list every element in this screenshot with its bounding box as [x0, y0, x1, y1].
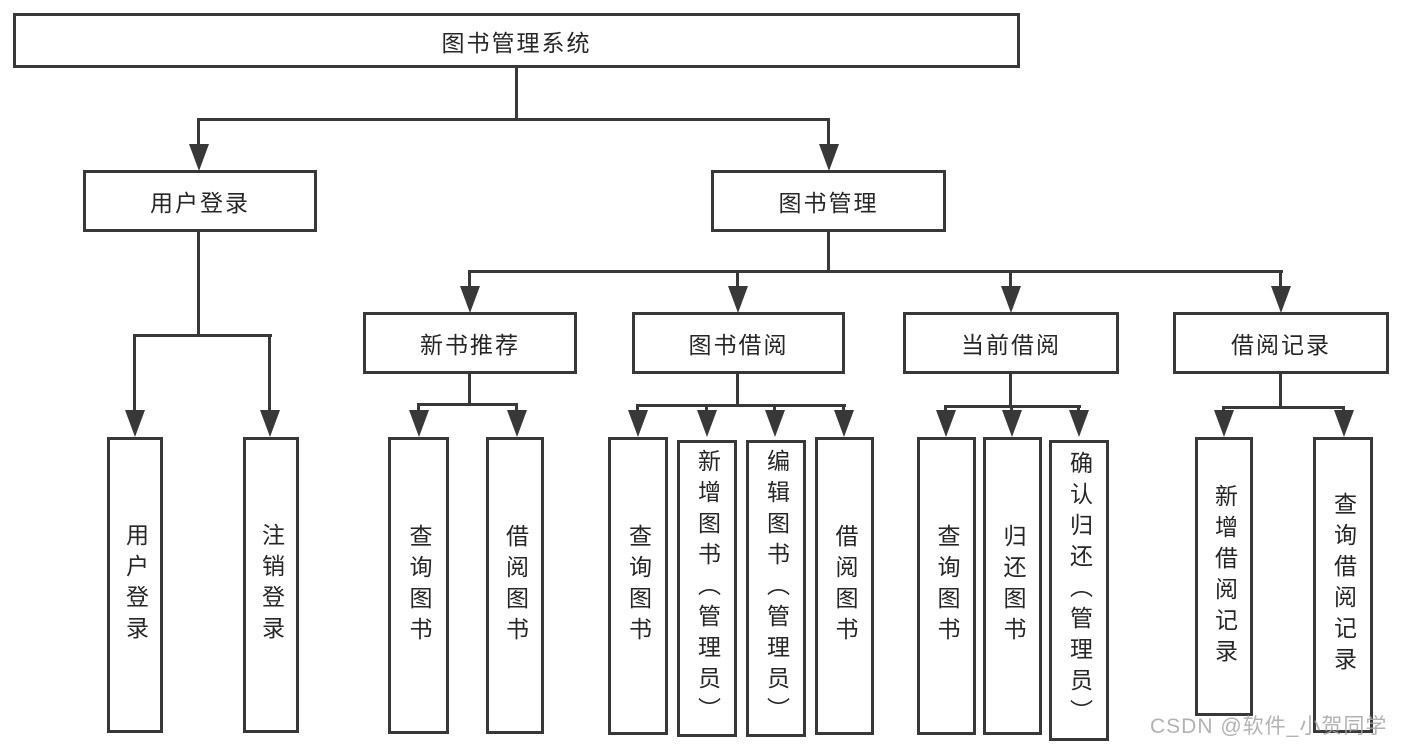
connector-level2-rail — [468, 270, 1283, 273]
connector-drop — [827, 118, 830, 146]
leaf-records-query-record: 查询借阅记录 — [1313, 437, 1373, 733]
leaf-newbook-borrow-books: 借阅图书 — [486, 437, 544, 734]
node-label: 注销登录 — [258, 523, 285, 647]
node-label: 确认归还（管理员） — [1066, 451, 1093, 730]
node-label: 新增图书（管理员） — [694, 449, 721, 728]
node-label: 用户登录 — [150, 190, 250, 216]
arrow-down-icon — [1214, 410, 1234, 437]
leaf-borrowing-query-books: 查询图书 — [608, 437, 668, 735]
connector-root-stem — [515, 68, 518, 120]
connector-drop — [417, 405, 420, 414]
node-label: 借阅记录 — [1231, 332, 1331, 358]
node-label: 查询图书 — [406, 523, 432, 648]
arrow-down-icon — [1001, 286, 1021, 313]
node-borrowing-records: 借阅记录 — [1173, 312, 1389, 374]
arrow-down-icon — [765, 410, 785, 437]
connector-userlogin-stem — [197, 232, 200, 337]
arrow-down-icon — [1069, 410, 1089, 437]
node-book-borrowing: 图书借阅 — [632, 312, 845, 374]
leaf-current-query-books: 查询图书 — [917, 437, 976, 735]
node-label: 图书借阅 — [688, 332, 789, 358]
connector-bookmgmt-stem — [827, 232, 830, 273]
arrow-down-icon — [819, 144, 839, 171]
connector-borrowing-stem — [736, 374, 739, 407]
arrow-down-icon — [628, 410, 648, 437]
node-label: 用户登录 — [122, 523, 149, 647]
node-label: 新书推荐 — [420, 332, 520, 358]
connector-drop — [468, 272, 471, 288]
arrow-down-icon — [728, 286, 748, 313]
connector-drop — [1009, 272, 1012, 288]
leaf-current-return-books: 归还图书 — [983, 437, 1042, 735]
node-book-management: 图书管理 — [711, 170, 946, 232]
connector-drop — [268, 336, 271, 414]
node-label: 查询借阅记录 — [1330, 492, 1357, 678]
leaf-user-login: 用户登录 — [107, 437, 163, 733]
leaf-borrowing-add-books-admin: 新增图书（管理员） — [677, 440, 737, 737]
arrow-down-icon — [460, 286, 480, 313]
connector-drop — [515, 405, 518, 414]
leaf-logout: 注销登录 — [243, 437, 299, 733]
node-library-management-system: 图书管理系统 — [13, 13, 1020, 68]
arrow-down-icon — [260, 410, 280, 437]
connector-borrowing-rail — [636, 404, 846, 407]
arrow-down-icon — [507, 410, 527, 437]
leaf-newbook-query-books: 查询图书 — [388, 437, 449, 734]
connector-records-stem — [1279, 374, 1282, 409]
arrow-down-icon — [189, 144, 209, 171]
node-label: 查询图书 — [934, 524, 960, 648]
node-label: 当前借阅 — [961, 332, 1061, 358]
csdn-watermark: CSDN @软件_小贺同学 — [1150, 715, 1388, 738]
arrow-down-icon — [1334, 410, 1354, 437]
node-current-borrowing: 当前借阅 — [903, 312, 1119, 374]
arrow-down-icon — [1002, 410, 1022, 437]
node-label: 编辑图书（管理员） — [763, 449, 790, 728]
connector-current-rail — [944, 405, 1081, 408]
arrow-down-icon — [834, 410, 854, 437]
node-label: 查询图书 — [625, 524, 652, 648]
leaf-borrowing-edit-books-admin: 编辑图书（管理员） — [746, 440, 806, 737]
node-label: 借阅图书 — [832, 524, 858, 648]
node-new-book-recommendation: 新书推荐 — [363, 312, 577, 374]
leaf-borrowing-borrow-books: 借阅图书 — [815, 437, 874, 735]
connector-userlogin-rail — [133, 334, 272, 337]
arrow-down-icon — [409, 410, 429, 437]
node-label: 图书管理系统 — [441, 29, 592, 56]
connector-newbook-stem — [468, 374, 471, 406]
arrow-down-icon — [125, 410, 145, 437]
arrow-down-icon — [936, 410, 956, 437]
connector-current-stem — [1009, 374, 1012, 408]
connector-level1-rail — [197, 118, 830, 121]
connector-records-rail — [1222, 406, 1345, 409]
connector-drop — [133, 336, 136, 414]
node-user-login: 用户登录 — [83, 170, 317, 232]
connector-newbook-rail — [417, 403, 518, 406]
arrow-down-icon — [697, 410, 717, 437]
node-label: 借阅图书 — [502, 523, 529, 648]
connector-drop — [197, 118, 200, 146]
node-label: 新增借阅记录 — [1211, 483, 1238, 670]
leaf-records-add-record: 新增借阅记录 — [1195, 437, 1253, 716]
node-label: 图书管理 — [778, 190, 879, 216]
node-label: 归还图书 — [1000, 524, 1026, 648]
connector-drop — [1279, 272, 1282, 288]
connector-drop — [736, 272, 739, 288]
leaf-current-confirm-return-admin: 确认归还（管理员） — [1049, 440, 1109, 741]
arrow-down-icon — [1271, 286, 1291, 313]
